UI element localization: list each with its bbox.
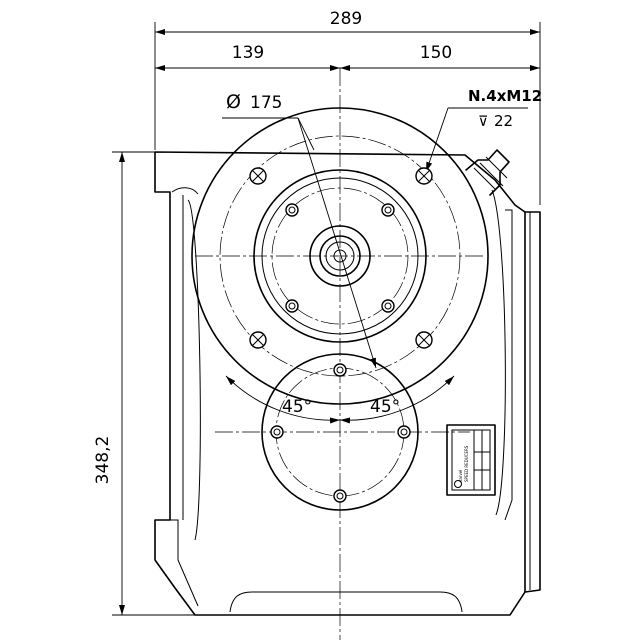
bolt-hole (285, 203, 299, 217)
nameplate: varvel SPEED REDUCERS (446, 424, 496, 496)
dimension-150-label: 150 (420, 43, 452, 63)
dimension-139-label: 139 (232, 43, 264, 63)
cover-bolt-left (270, 425, 284, 439)
thread-depth-label: 22 (494, 112, 513, 130)
nameplate-brand: varvel (458, 470, 463, 482)
dimension-height: 348,2 (93, 151, 200, 616)
bolt-hole (381, 203, 395, 217)
dimension-partial-widths: 139 150 (155, 43, 540, 71)
thread-hole-top-right (415, 167, 433, 185)
inner-flange-bolts (285, 203, 395, 313)
dimension-348-label: 348,2 (93, 436, 113, 485)
nameplate-subtitle: SPEED REDUCERS (464, 445, 469, 482)
thread-hole-top-left (249, 167, 267, 185)
cover-bolt-right (397, 425, 411, 439)
cover-bolt-top (333, 363, 347, 377)
thread-hole-bottom-left (249, 331, 267, 349)
diameter-symbol: Ø (226, 91, 241, 113)
breather-plug (465, 149, 510, 196)
bolt-hole (285, 299, 299, 313)
depth-symbol: ⊽ (478, 114, 488, 130)
thread-callout: N.4xM12 ⊽ 22 (425, 87, 542, 173)
diameter-value-label: 175 (250, 93, 282, 113)
thread-hole-bottom-right (415, 331, 433, 349)
dimension-diameter-175: Ø 175 (222, 91, 377, 369)
housing-outline (154, 151, 541, 616)
dimension-overall-width: 289 (154, 9, 541, 205)
input-cover (261, 353, 419, 511)
angle-45-right-label: 45° (370, 397, 400, 417)
cover-bolt-bottom (333, 489, 347, 503)
angle-annotations: 45° 45° (225, 375, 455, 424)
dimension-289-label: 289 (330, 9, 362, 29)
bolt-hole (381, 299, 395, 313)
thread-spec-label: N.4xM12 (468, 87, 542, 105)
flange-threaded-holes (249, 167, 433, 349)
brand-logo-icon (454, 480, 462, 488)
angle-45-left-label: 45° (282, 397, 312, 417)
